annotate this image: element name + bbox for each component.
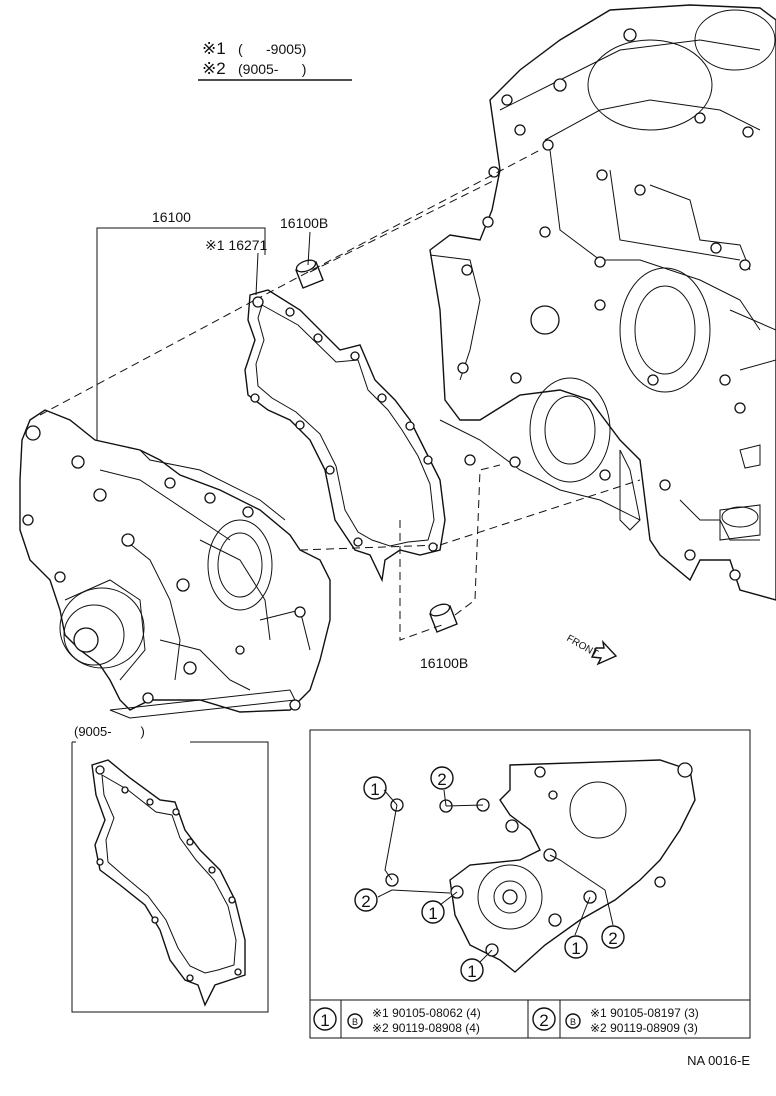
engine-block xyxy=(429,4,776,601)
legend-mark2-symbol: ※2 xyxy=(202,59,226,78)
table-cell1-num: 1 xyxy=(320,1011,329,1030)
table-cell1-line1: ※1 90105-08062 (4) xyxy=(372,1006,481,1020)
align-line-4 xyxy=(299,544,441,551)
label-pin-bottom: 16100B xyxy=(420,655,468,671)
svg-text:1: 1 xyxy=(467,962,476,981)
front-arrow: FRONT xyxy=(565,633,618,666)
label-gasket: ※1 16271 xyxy=(205,237,268,253)
callout-1b: 1 xyxy=(421,900,445,924)
align-line-5 xyxy=(309,179,496,273)
table-cell1-b: B xyxy=(352,1017,358,1027)
legend-mark2-range: (9005- ) xyxy=(238,61,306,77)
align-line-7 xyxy=(454,464,501,616)
legend-mark1-symbol: ※1 xyxy=(202,39,226,58)
callout-2c: 2 xyxy=(601,925,625,949)
callout-2a: 2 xyxy=(430,766,454,790)
table-cell1-line2: ※2 90119-08908 (4) xyxy=(372,1021,480,1035)
timing-cover xyxy=(19,409,331,719)
svg-text:2: 2 xyxy=(608,929,617,948)
pin-bottom xyxy=(429,603,458,633)
svg-text:1: 1 xyxy=(428,904,437,923)
inset-left-label: (9005- ) xyxy=(74,724,145,739)
callout-2b: 2 xyxy=(354,888,378,912)
table-cell2-num: 2 xyxy=(539,1011,548,1030)
align-line-3 xyxy=(439,479,641,546)
gasket-main xyxy=(244,289,446,583)
callout-1d: 1 xyxy=(564,935,588,959)
svg-text:2: 2 xyxy=(437,770,446,789)
inset-left: (9005- ) xyxy=(71,724,269,1013)
label-pin-top: 16100B xyxy=(280,215,328,231)
bolt-table: 1 B ※1 90105-08062 (4) ※2 90119-08908 (4… xyxy=(309,999,751,1039)
svg-text:1: 1 xyxy=(571,939,580,958)
front-arrow-label: FRONT xyxy=(565,633,600,660)
svg-text:2: 2 xyxy=(361,892,370,911)
table-cell2-line2: ※2 90119-08909 (3) xyxy=(590,1021,698,1035)
table-cell2-line1: ※1 90105-08197 (3) xyxy=(590,1006,699,1020)
leader-gasket xyxy=(255,252,259,296)
legend-mark1-range: ( -9005) xyxy=(238,41,306,57)
callout-1c: 1 xyxy=(460,958,484,982)
inset-right: 1 2 1 2 1 1 2 xyxy=(309,729,751,1039)
table-cell2-b: B xyxy=(570,1017,576,1027)
callout-1a: 1 xyxy=(363,776,387,800)
pin-top xyxy=(295,259,324,289)
svg-text:1: 1 xyxy=(370,780,379,799)
align-line-6 xyxy=(399,520,443,641)
label-cover: 16100 xyxy=(152,209,191,225)
align-line-1 xyxy=(254,149,541,301)
figure-code: NA 0016-E xyxy=(687,1053,750,1068)
align-line-2 xyxy=(39,299,256,416)
leader-cover xyxy=(96,227,266,440)
leader-pin-top xyxy=(307,231,311,266)
